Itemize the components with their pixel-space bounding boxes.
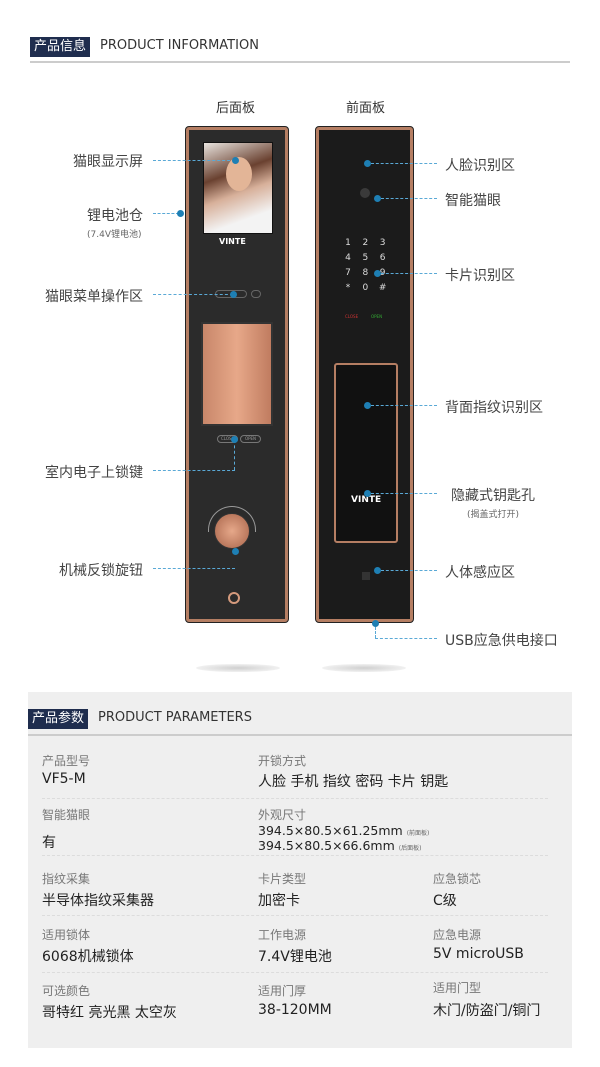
params-title: PRODUCT PARAMETERS — [98, 710, 252, 725]
callout-knob: 机械反锁旋钮 — [59, 563, 143, 579]
size-back: 394.5×80.5×66.6mm (后面板) — [258, 838, 422, 853]
callout-fingerprint: 背面指纹识别区 — [445, 400, 543, 416]
callout-face: 人脸识别区 — [445, 158, 515, 174]
brand-logo: VINTE — [219, 237, 246, 246]
callout-usb: USB应急供电接口 — [445, 633, 558, 649]
model-value: VF5-M — [42, 771, 86, 787]
back-panel-label: 后面板 — [216, 101, 256, 116]
info-title: PRODUCT INFORMATION — [100, 38, 259, 53]
params-tag: 产品参数 — [28, 709, 89, 729]
motion-sensor — [362, 572, 370, 580]
callout-keyhole: 隐藏式钥匙孔 — [451, 488, 535, 504]
fingerprint-cover: VINTE — [334, 363, 398, 543]
unlock-value: 人脸 手机 指纹 密码 卡片 钥匙 — [258, 774, 449, 790]
size-front: 394.5×80.5×61.25mm (前面板) — [258, 823, 430, 838]
face-photo — [226, 157, 252, 191]
params-section: 产品参数 PRODUCT PARAMETERS 产品型号 VF5-M 开锁方式 … — [28, 692, 572, 1048]
lock-buttons: CLOSE OPEN — [217, 435, 261, 443]
peephole-camera — [360, 188, 370, 198]
callout-card: 卡片识别区 — [445, 268, 515, 284]
front-panel-label: 前面板 — [346, 101, 386, 116]
divider — [30, 61, 570, 63]
callout-battery: 锂电池仓 — [87, 208, 143, 224]
callout-peephole: 智能猫眼 — [445, 193, 501, 209]
keyhole — [228, 592, 240, 604]
callout-motion-sensor: 人体感应区 — [445, 565, 515, 581]
peephole-value: 有 — [42, 835, 56, 851]
back-panel-image: VINTE CLOSE OPEN — [186, 127, 288, 622]
callout-menu-area: 猫眼菜单操作区 — [45, 289, 143, 305]
callout-peephole-screen: 猫眼显示屏 — [73, 154, 143, 170]
peephole-screen — [203, 142, 273, 234]
callout-lock-key: 室内电子上锁键 — [45, 465, 143, 481]
handle — [201, 322, 273, 426]
info-tag: 产品信息 — [30, 37, 91, 57]
